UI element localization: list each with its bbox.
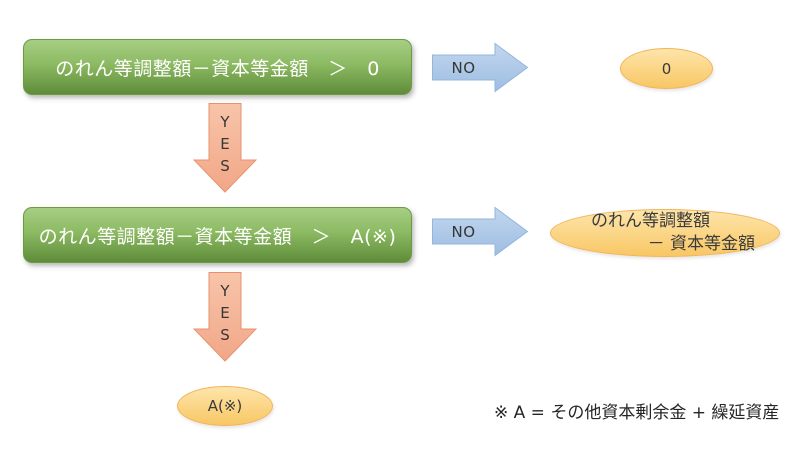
result-diff-line2: － 資本等金額 (647, 234, 755, 254)
no-arrow-1: NO (432, 42, 529, 93)
right-arrow-shape (432, 42, 529, 93)
result-diff-line1: のれん等調整額 (591, 211, 710, 231)
result-a-label: A(※) (207, 397, 243, 415)
result-zero-label: 0 (661, 59, 672, 78)
no-arrow-2: NO (432, 206, 529, 257)
down-arrow-icon (193, 272, 257, 362)
condition-2-label: のれん等調整額－資本等金額 ＞ A(※) (38, 225, 397, 248)
right-arrow-icon (432, 206, 529, 257)
down-arrow-shape (193, 103, 257, 193)
yes-label-2: YES (220, 282, 230, 344)
result-diff-label: のれん等調整額 － 資本等金額 (551, 210, 779, 256)
yes-arrow-2: YES (193, 272, 257, 362)
yes-label-1: YES (220, 113, 230, 175)
footnote: ※ A = その他資本剰余金 + 繰延資産 (494, 403, 780, 423)
condition-1-label: のれん等調整額－資本等金額 ＞ 0 (55, 57, 380, 80)
down-arrow-shape (193, 272, 257, 362)
result-a-ellipse: A(※) (177, 386, 273, 426)
right-arrow-icon (432, 42, 529, 93)
down-arrow-icon (193, 103, 257, 193)
right-arrow-shape (432, 206, 529, 257)
result-diff-ellipse: のれん等調整額 － 資本等金額 (550, 209, 780, 257)
no-label-2: NO (451, 222, 476, 241)
no-label-1: NO (451, 58, 476, 77)
result-zero-ellipse: 0 (620, 48, 713, 89)
yes-arrow-1: YES (193, 103, 257, 193)
condition-box-2: のれん等調整額－資本等金額 ＞ A(※) (23, 207, 412, 263)
condition-box-1: のれん等調整額－資本等金額 ＞ 0 (23, 39, 412, 95)
